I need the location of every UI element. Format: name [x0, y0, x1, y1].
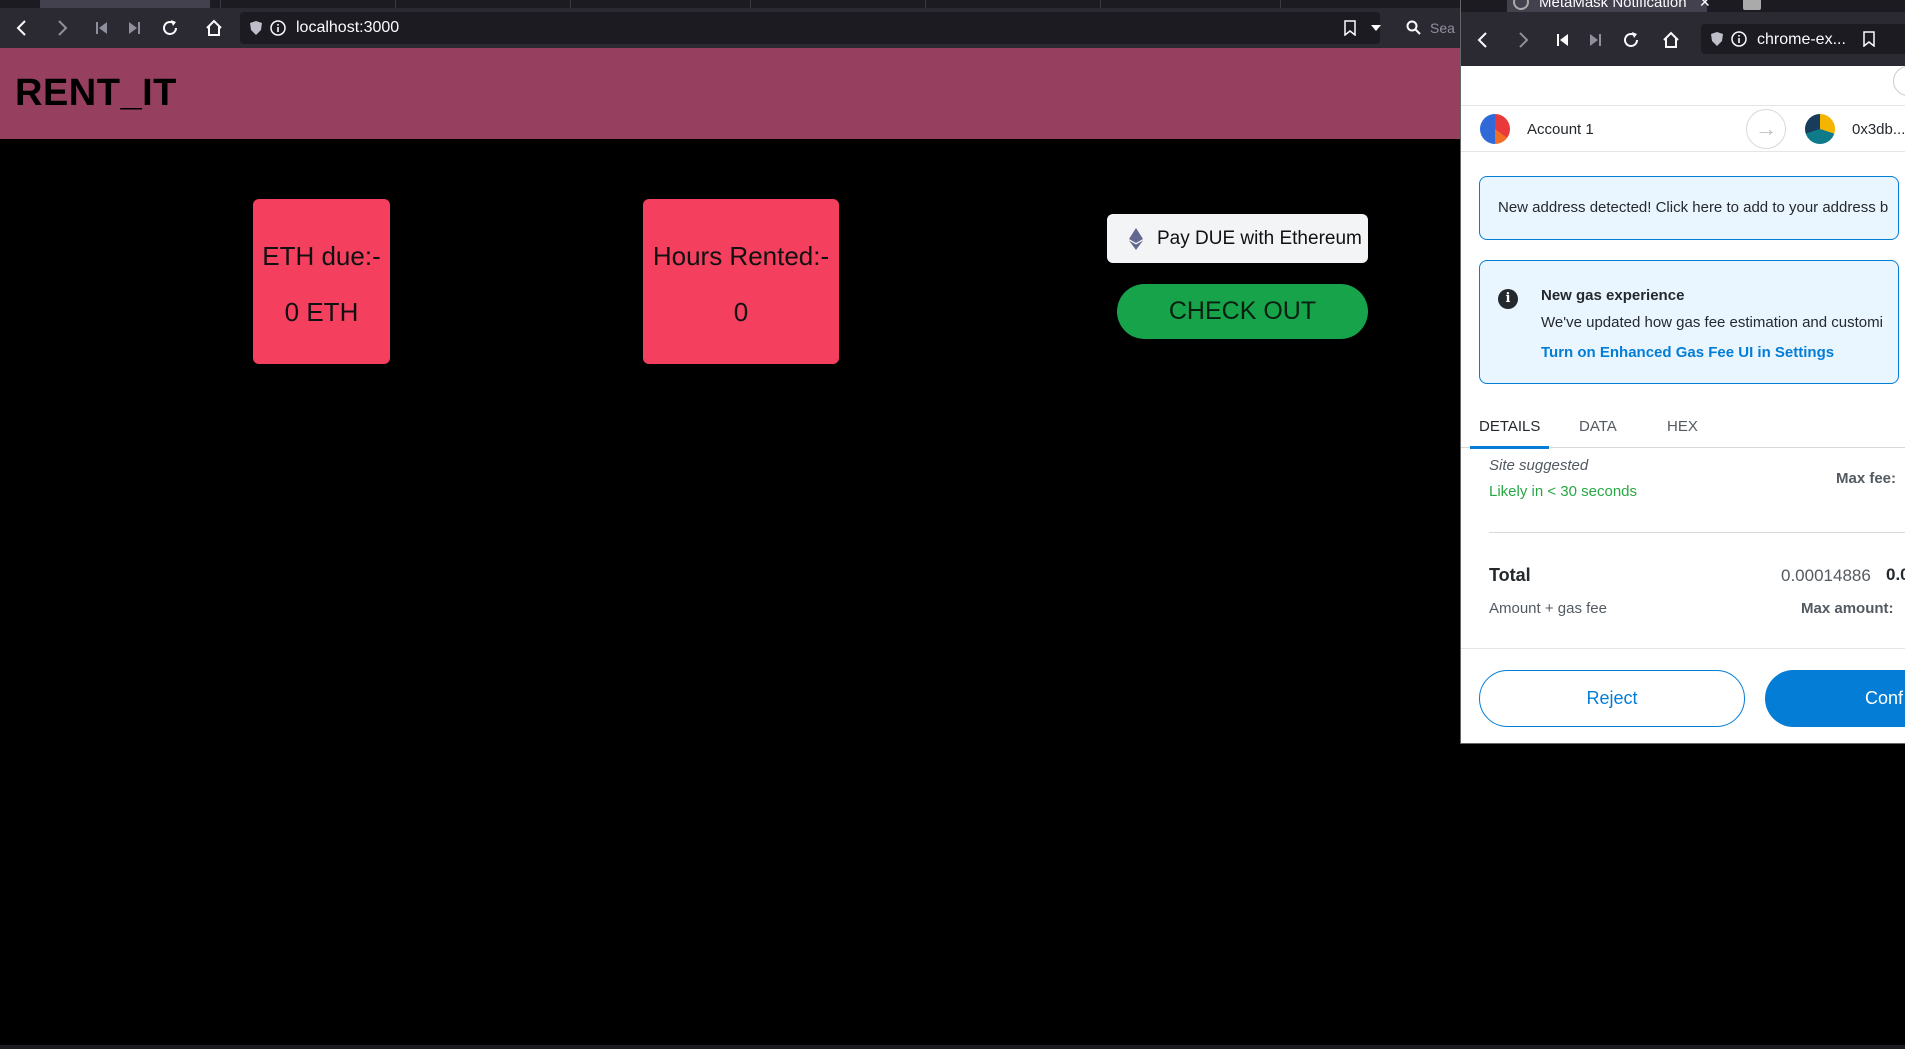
search-placeholder[interactable]: Sea	[1430, 20, 1455, 36]
close-icon[interactable]: ✕	[1699, 0, 1711, 10]
info-icon[interactable]	[1731, 31, 1747, 47]
url-text[interactable]: localhost:3000	[296, 19, 400, 36]
ethereum-icon	[1129, 228, 1143, 250]
eth-due-card: ETH due:- 0 ETH	[253, 199, 390, 364]
chevron-down-icon[interactable]	[1368, 20, 1384, 36]
confirm-button[interactable]: Conf	[1765, 670, 1905, 727]
gas-experience-alert: i New gas experience We've updated how g…	[1479, 260, 1899, 384]
eth-due-label: ETH due:-	[262, 241, 381, 271]
back-icon[interactable]	[8, 14, 36, 42]
hours-rented-card: Hours Rented:- 0	[643, 199, 839, 364]
url-bar[interactable]: localhost:3000	[240, 12, 1381, 44]
account-row: Account 1 → 0x3db...	[1461, 106, 1905, 152]
reject-button[interactable]: Reject	[1479, 670, 1745, 727]
metamask-tab-icon	[1513, 0, 1529, 10]
account-name[interactable]: Account 1	[1527, 121, 1594, 138]
new-tab-icon[interactable]	[1743, 0, 1761, 10]
new-address-alert[interactable]: New address detected! Click here to add …	[1479, 176, 1899, 240]
app-title: RENT_IT	[15, 72, 177, 114]
popup-tab-strip: MetaMask Notification ✕	[1461, 0, 1905, 12]
bookmark-icon[interactable]	[1342, 20, 1358, 36]
hours-rented-label: Hours Rented:-	[652, 241, 830, 271]
bookmark-icon[interactable]	[1861, 31, 1877, 47]
bottom-edge	[0, 1045, 1905, 1049]
gas-settings-link[interactable]: Turn on Enhanced Gas Fee UI in Settings	[1541, 344, 1835, 361]
info-icon[interactable]	[270, 20, 286, 36]
search-bar[interactable]: Sea	[1400, 12, 1460, 44]
active-tab[interactable]	[40, 0, 210, 8]
forward-icon[interactable]	[48, 14, 76, 42]
eth-due-value: 0 ETH	[284, 297, 359, 327]
reload-icon[interactable]	[1617, 26, 1645, 54]
arrow-right-icon: →	[1746, 109, 1786, 149]
skip-forward-icon[interactable]	[1581, 26, 1609, 54]
site-suggested-label[interactable]: Site suggested	[1489, 457, 1589, 474]
pay-due-label[interactable]: Pay DUE with Ethereum	[1157, 228, 1362, 249]
skip-forward-icon[interactable]	[120, 14, 148, 42]
recipient-address[interactable]: 0x3db...	[1852, 121, 1905, 138]
divider	[1489, 532, 1905, 533]
transaction-tabs: DETAILS DATA HEX	[1461, 404, 1905, 449]
popup-url-text[interactable]: chrome-ex...	[1757, 31, 1846, 48]
tab-hex[interactable]: HEX	[1667, 418, 1698, 435]
popup-tab[interactable]	[1507, 0, 1707, 12]
pay-due-button[interactable]: Pay DUE with Ethereum	[1107, 214, 1368, 263]
amount-gas-label: Amount + gas fee	[1489, 600, 1607, 617]
metamask-popup: MetaMask Notification ✕ chrome-ex...	[1460, 0, 1905, 744]
tab-details[interactable]: DETAILS	[1479, 418, 1541, 435]
gas-alert-heading: New gas experience	[1541, 287, 1685, 304]
metamask-top-bar	[1461, 66, 1905, 106]
home-icon[interactable]	[200, 14, 228, 42]
new-address-alert-text[interactable]: New address detected! Click here to add …	[1498, 199, 1889, 216]
home-icon[interactable]	[1657, 26, 1685, 54]
total-value-bold: 0.0	[1886, 565, 1905, 584]
recipient-avatar	[1805, 114, 1835, 144]
account-avatar	[1480, 114, 1510, 144]
tab-data[interactable]: DATA	[1579, 418, 1617, 435]
gas-alert-body: We've updated how gas fee estimation and…	[1541, 314, 1883, 331]
shield-icon[interactable]	[248, 20, 264, 36]
popup-url-bar[interactable]: chrome-ex...	[1701, 24, 1905, 54]
eta-label: Likely in < 30 seconds	[1489, 483, 1638, 500]
max-amount-label: Max amount:	[1801, 600, 1894, 617]
checkout-button[interactable]: CHECK OUT	[1117, 284, 1368, 339]
back-icon[interactable]	[1469, 26, 1497, 54]
info-icon: i	[1498, 289, 1518, 309]
popup-tab-title[interactable]: MetaMask Notification	[1539, 0, 1687, 11]
skip-back-icon[interactable]	[88, 14, 116, 42]
search-icon	[1406, 20, 1421, 35]
hours-rented-value: 0	[733, 297, 749, 327]
forward-icon[interactable]	[1509, 26, 1537, 54]
total-value: 0.00014886	[1781, 566, 1871, 585]
skip-back-icon[interactable]	[1549, 26, 1577, 54]
reload-icon[interactable]	[156, 14, 184, 42]
shield-icon[interactable]	[1709, 31, 1725, 47]
max-fee-label: Max fee:	[1836, 470, 1897, 487]
tab-strip	[0, 0, 1905, 8]
footer-divider	[1461, 648, 1905, 649]
popup-nav-toolbar: chrome-ex...	[1461, 12, 1905, 66]
app-header: RENT_IT	[0, 48, 1460, 139]
active-tab-indicator	[1470, 446, 1549, 449]
total-label: Total	[1489, 565, 1531, 585]
